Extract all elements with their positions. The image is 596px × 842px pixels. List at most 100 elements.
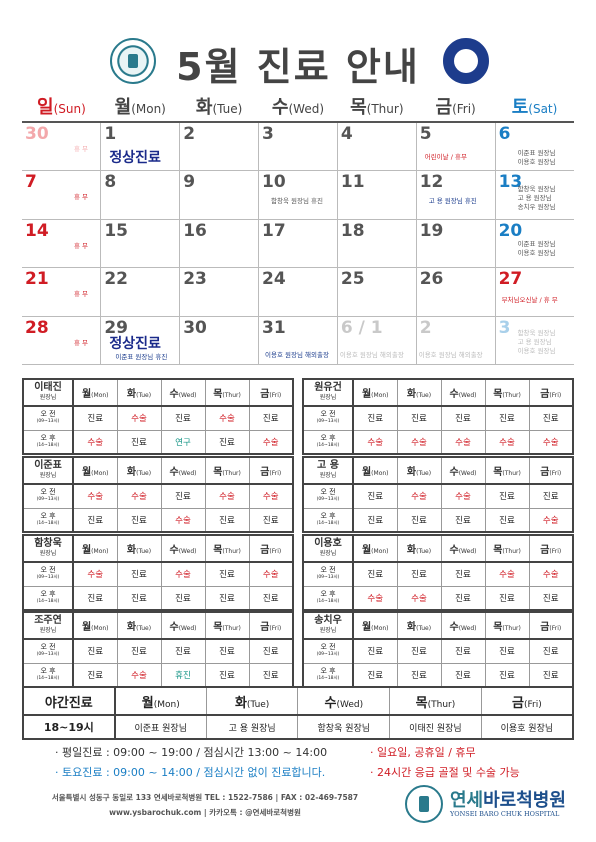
schedule-cell: 진료 <box>248 405 294 431</box>
col-mon: 월(Mon) <box>72 611 118 640</box>
hospital-name: 연세바로척병원 <box>450 790 566 811</box>
schedule-cell: 진료 <box>352 405 398 431</box>
schedule-cell: 진료 <box>352 507 398 533</box>
schedule-cell: 진료 <box>116 585 162 611</box>
schedule-cell: 연구 <box>160 429 206 455</box>
col-mon: 월(Mon) <box>352 378 398 407</box>
col-wed: 수(Wed) <box>440 456 486 485</box>
schedule-cell: 진료 <box>440 638 486 664</box>
col-mon: 월(Mon) <box>352 534 398 563</box>
schedule-cell: 수술 <box>528 507 574 533</box>
schedule-cell: 진료 <box>484 507 530 533</box>
holiday-notice: · 일요일, 공휴일 / 휴무 <box>370 746 476 759</box>
period-am: 오 전(09~13시) <box>22 483 74 509</box>
period-pm: 오 후(14~18시) <box>302 662 354 688</box>
col-thu: 목(Thur) <box>204 378 250 407</box>
calendar-day: 22 <box>100 267 181 317</box>
calendar-day: 25 <box>336 267 417 317</box>
schedule-cell: 수술 <box>396 429 442 455</box>
weekday-tue: 화(Tue) <box>179 90 259 123</box>
schedule-cell: 진료 <box>528 638 574 664</box>
emergency-notice: · 24시간 응급 골절 및 수술 가능 <box>370 766 520 779</box>
schedule-cell: 진료 <box>160 483 206 509</box>
page-title: 5월 진료 안내 <box>176 45 420 89</box>
schedule-cell: 진료 <box>352 638 398 664</box>
weekday-wed: 수(Wed) <box>258 90 338 123</box>
schedule-cell: 진료 <box>160 405 206 431</box>
calendar-day: 11 <box>336 170 417 220</box>
schedule-cell: 진료 <box>440 662 486 688</box>
col-wed: 수(Wed) <box>160 534 206 563</box>
schedule-cell: 진료 <box>160 585 206 611</box>
schedule-cell: 진료 <box>396 507 442 533</box>
night-title: 야간진료 <box>22 686 116 716</box>
footer-logo <box>405 785 443 823</box>
schedule-cell: 휴진 <box>160 662 206 688</box>
schedule-cell: 진료 <box>352 483 398 509</box>
col-thu: 목(Thur) <box>484 456 530 485</box>
period-pm: 오 후(14~18시) <box>22 507 74 533</box>
night-clinic-table: 야간진료 월(Mon) 화(Tue) 수(Wed) 목(Thur) 금(Fri)… <box>22 686 574 740</box>
schedule-cell: 수술 <box>396 483 442 509</box>
schedule-cell: 진료 <box>528 405 574 431</box>
schedule-cell: 수술 <box>528 561 574 587</box>
night-doctor: 이준표 원장님 <box>114 714 207 740</box>
header: 5월 진료 안내 <box>0 0 596 92</box>
children-day-note: 어린이날 / 휴무 <box>424 153 467 161</box>
calendar-day: 2 <box>179 121 260 171</box>
calendar: 일(Sun) 월(Mon) 화(Tue) 수(Wed) 목(Thur) 금(Fr… <box>22 90 574 365</box>
schedule-cell: 진료 <box>204 662 250 688</box>
schedule-cell: 진료 <box>396 662 442 688</box>
schedule-cell: 진료 <box>72 507 118 533</box>
closed-note: 휴 무 <box>74 145 89 153</box>
schedule-cell: 진료 <box>440 561 486 587</box>
schedule-cell: 진료 <box>396 561 442 587</box>
schedule-cell: 진료 <box>116 429 162 455</box>
calendar-day: 18 <box>336 218 417 268</box>
schedule-cell: 수술 <box>248 429 294 455</box>
calendar-day: 9 <box>179 170 260 220</box>
schedule-cell: 진료 <box>72 662 118 688</box>
website: www.ysbarochuk.com | 카카오톡 : @연세바로척병원 <box>109 808 301 817</box>
schedule-cell: 수술 <box>440 483 486 509</box>
schedule-cell: 진료 <box>248 507 294 533</box>
schedule-cell: 수술 <box>204 405 250 431</box>
schedule-cell: 진료 <box>72 638 118 664</box>
calendar-day: 4 <box>336 121 417 171</box>
night-col-mon: 월(Mon) <box>114 686 207 716</box>
col-thu: 목(Thur) <box>204 534 250 563</box>
col-wed: 수(Wed) <box>160 378 206 407</box>
period-pm: 오 후(14~18시) <box>302 429 354 455</box>
buddha-day-note: 부처님오신날 / 휴 무 <box>501 296 558 304</box>
col-wed: 수(Wed) <box>440 534 486 563</box>
hours-info: · 평일진료 : 09:00 ~ 19:00 / 점심시간 13:00 ~ 14… <box>55 743 327 783</box>
col-mon: 월(Mon) <box>352 456 398 485</box>
period-am: 오 전(09~13시) <box>302 638 354 664</box>
hospital-seal-logo <box>110 38 156 84</box>
col-fri: 금(Fri) <box>248 378 294 407</box>
schedule-cell: 진료 <box>204 507 250 533</box>
period-am: 오 전(09~13시) <box>22 561 74 587</box>
col-mon: 월(Mon) <box>352 611 398 640</box>
period-pm: 오 후(14~18시) <box>302 507 354 533</box>
col-tue: 화(Tue) <box>116 456 162 485</box>
night-doctor: 함창욱 원장님 <box>297 714 391 740</box>
schedule-cell: 수술 <box>528 429 574 455</box>
